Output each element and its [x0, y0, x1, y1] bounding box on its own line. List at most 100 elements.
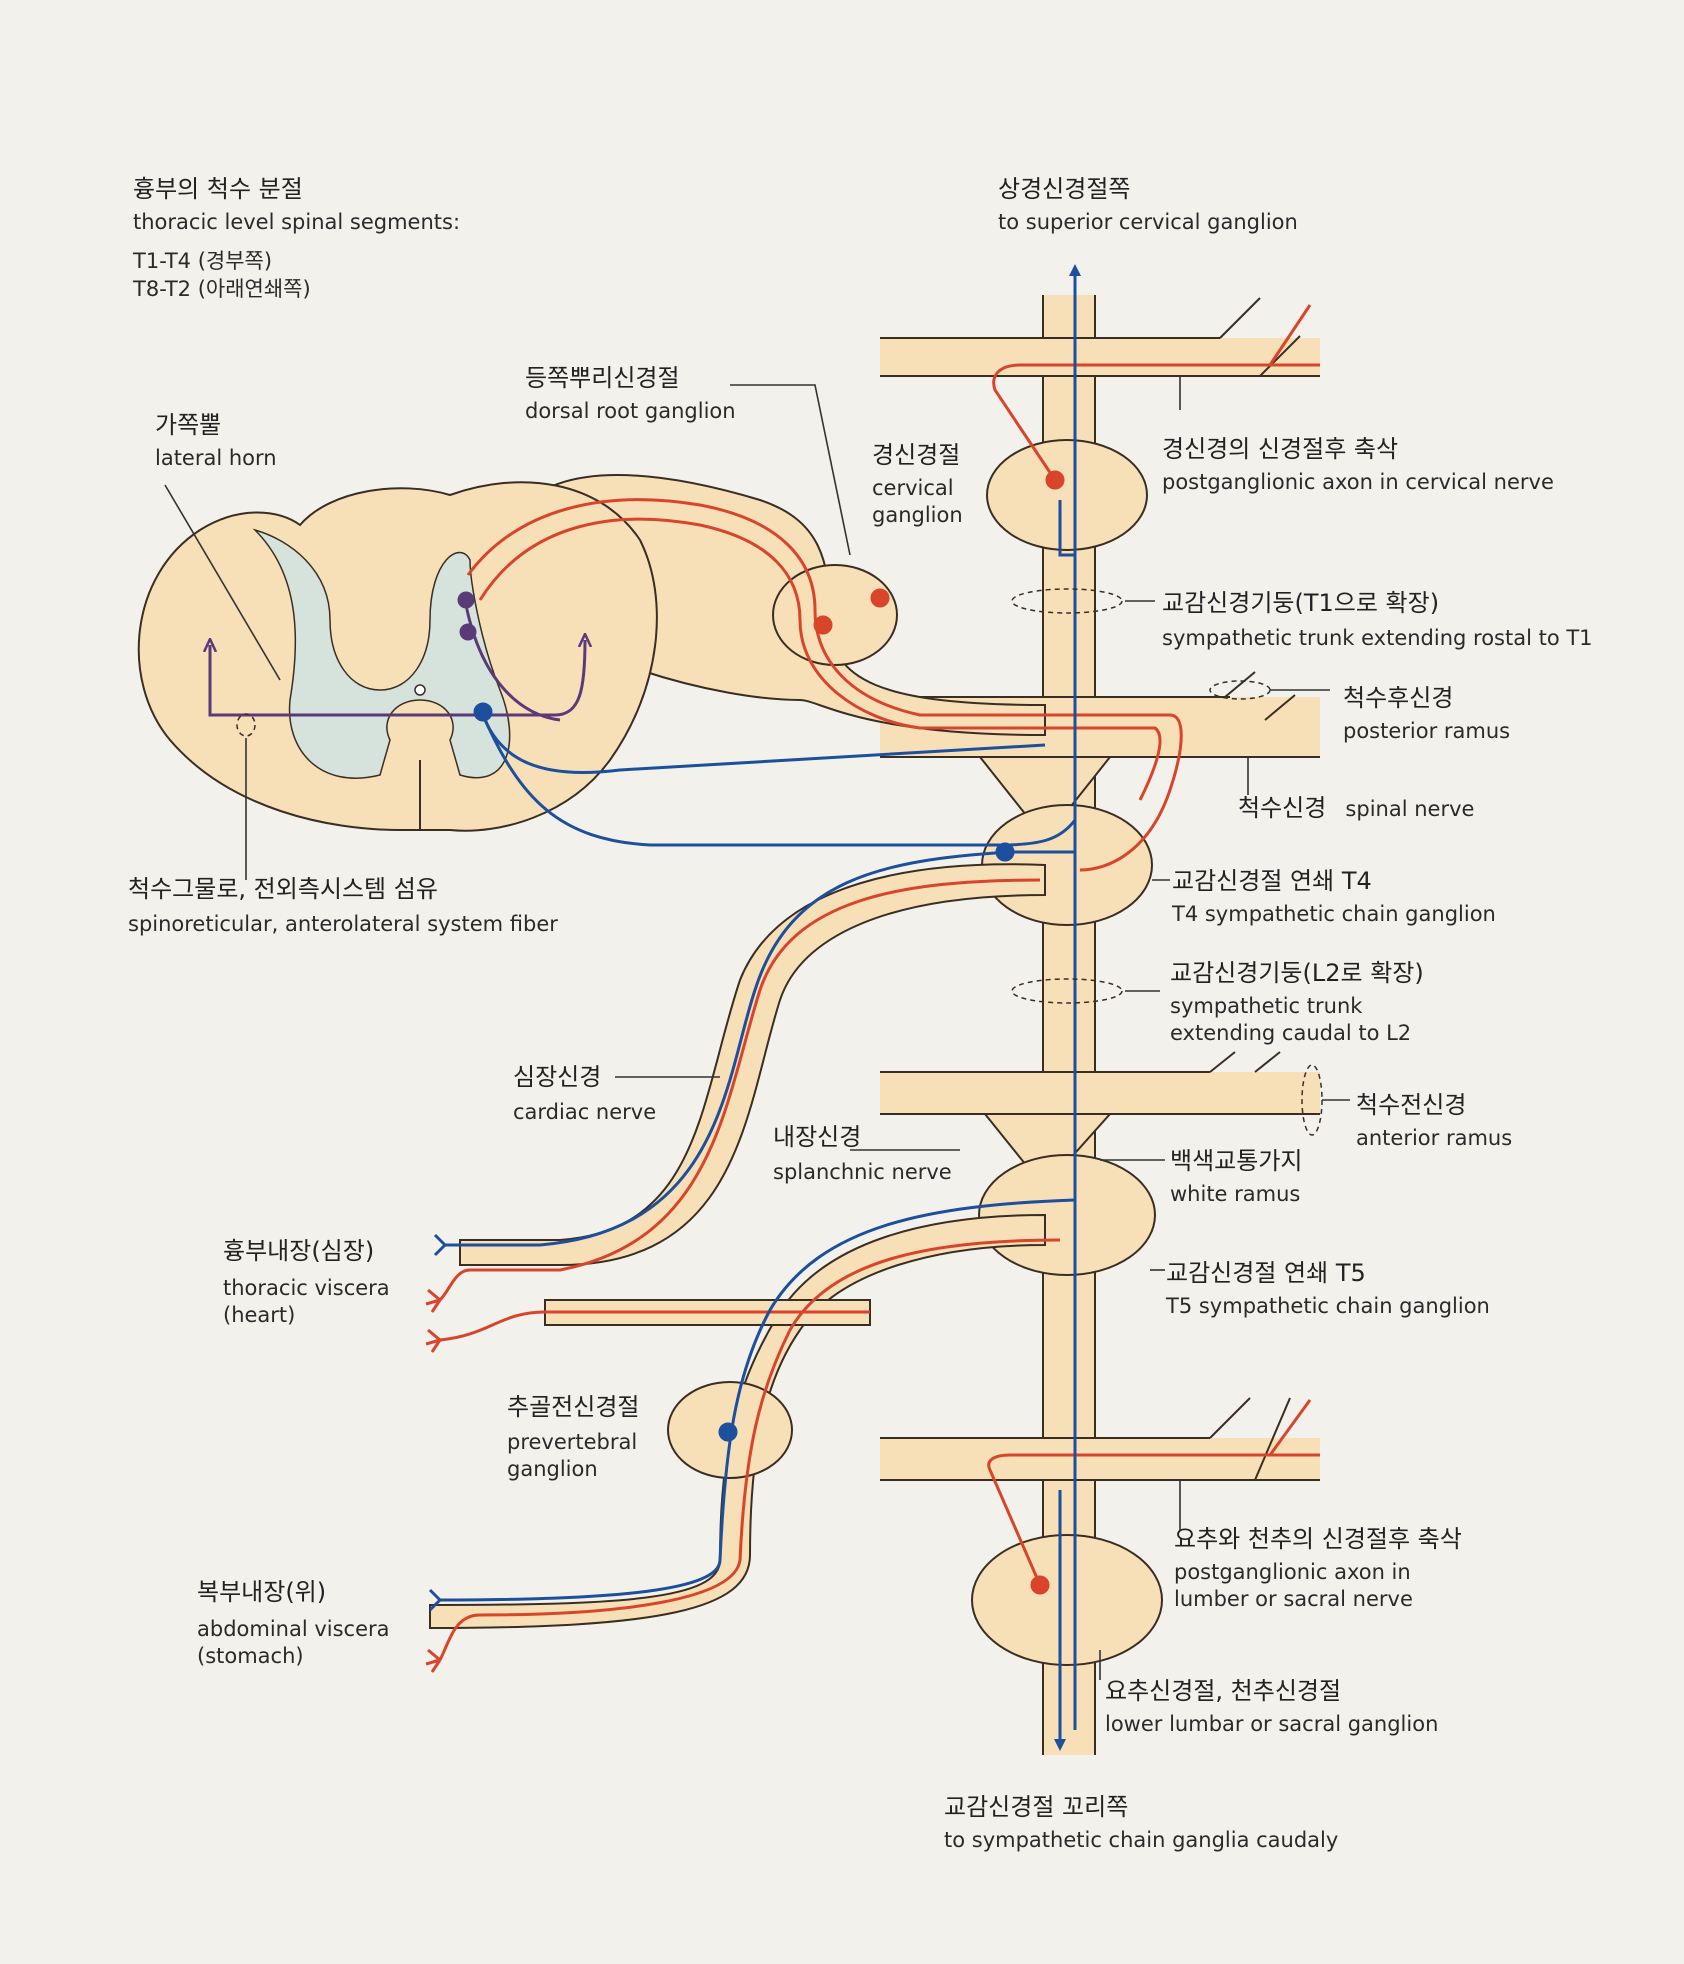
posterior-ramus-en: posterior ramus	[1343, 719, 1511, 744]
cardiac-nerve-ko: 심장신경	[513, 1063, 602, 1091]
leader-lines	[164, 375, 1350, 1680]
lumbar-ganglion-en: lower lumbar or sacral ganglion	[1105, 1712, 1439, 1737]
white-ramus-label: 백색교통가지 white ramus	[1170, 1146, 1302, 1208]
spinal-cord	[137, 481, 658, 832]
splanchnic-nerve-en: splanchnic nerve	[773, 1160, 952, 1185]
abdominal-viscera-ko: 복부내장(위)	[197, 1578, 327, 1606]
t5-ganglion-shape	[978, 1154, 1156, 1276]
interneuron-cell-2	[459, 623, 477, 641]
t4-ganglion-en: T4 sympathetic chain ganglion	[1172, 902, 1496, 927]
lumbar-branch-edge	[1209, 1397, 1291, 1481]
trunk-l2-marker	[1011, 978, 1123, 1004]
thoracic-viscera-en1: thoracic viscera	[223, 1276, 390, 1301]
drg-cell	[813, 615, 833, 635]
red-fiber-cardiac	[438, 878, 1041, 1302]
lumbar-ganglion-label: 요추신경절, 천추신경절 lower lumbar or sacral gang…	[1105, 1676, 1438, 1738]
t5-nerve-band	[880, 1072, 1320, 1114]
red-fiber-lumbar	[987, 1399, 1320, 1586]
abdominal-viscera-en1: abdominal viscera	[197, 1617, 390, 1642]
postgang-lumbar-en1: postganglionic axon in	[1174, 1560, 1411, 1585]
lumbar-ganglion-shape	[971, 1534, 1163, 1666]
thoracic-segments-t8: T8-T2 (아래연쇄쪽)	[133, 276, 311, 301]
blue-cardiac	[445, 850, 1075, 1247]
postgang-cervical-label: 경신경의 신경절후 축삭 postganglionic axon in cerv…	[1162, 434, 1554, 496]
spinoreticular-marker	[236, 713, 256, 737]
spinoreticular-ko: 척수그물로, 전외측시스템 섬유	[128, 875, 438, 903]
lumbar-ganglion-cell	[1030, 1575, 1050, 1595]
caudal-chain-ko: 교감신경절 꼬리쪽	[944, 1793, 1129, 1821]
drg-ko: 등쪽뿌리신경절	[525, 364, 680, 392]
spinoreticular-fiber	[208, 640, 585, 717]
lumbar-nerve-band	[880, 1438, 1320, 1480]
t5-ganglion-ko: 교감신경절 연쇄 T5	[1166, 1259, 1366, 1287]
drg-label: 등쪽뿌리신경절 dorsal root ganglion	[525, 363, 736, 425]
thoracic-segments-ko: 흉부의 척수 분절	[133, 175, 303, 203]
posterior-ramus-edge	[1224, 671, 1296, 721]
t5-ganglion-label: 교감신경절 연쇄 T5 T5 sympathetic chain ganglio…	[1166, 1258, 1490, 1320]
thoracic-viscera-ko: 흉부내장(심장)	[223, 1237, 375, 1265]
postgang-lumbar-label: 요추와 천추의 신경절후 축삭 postganglionic axon in l…	[1174, 1524, 1462, 1614]
superior-cervical-en: to superior cervical ganglion	[998, 210, 1298, 235]
white-ramus-en: white ramus	[1170, 1182, 1301, 1207]
t4-ganglion-label: 교감신경절 연쇄 T4 T4 sympathetic chain ganglio…	[1172, 866, 1496, 928]
superior-cervical-ko: 상경신경절쪽	[998, 175, 1131, 203]
spinal-nerve-en: spinal nerve	[1345, 797, 1475, 821]
cervical-nerve-band	[880, 338, 1320, 376]
cardiac-nerve-band	[459, 863, 1046, 1266]
thoracic-segments-label: 흉부의 척수 분절 thoracic level spinal segments…	[133, 174, 460, 303]
posterior-ramus-ko: 척수후신경	[1343, 684, 1454, 712]
thoracic-viscera-en2: (heart)	[223, 1303, 296, 1328]
trunk-l2-en2: extending caudal to L2	[1170, 1021, 1412, 1046]
superior-cervical-label: 상경신경절쪽 to superior cervical ganglion	[998, 174, 1298, 236]
t4-ganglion-ko: 교감신경절 연쇄 T4	[1172, 867, 1372, 895]
blue-spinal-path	[481, 714, 1077, 847]
postgang-cervical-en: postganglionic axon in cervical nerve	[1162, 470, 1554, 495]
interneuron-fibers	[208, 591, 585, 722]
lateral-horn-en: lateral horn	[155, 446, 277, 471]
splanchnic-nerve-ko: 내장신경	[773, 1123, 862, 1151]
trunk-t1-en: sympathetic trunk extending rostal to T1	[1162, 626, 1593, 651]
drg-en: dorsal root ganglion	[525, 399, 736, 424]
spinoreticular-en: spinoreticular, anterolateral system fib…	[128, 912, 558, 937]
cervical-ganglion-label: 경신경절 cervical ganglion	[872, 440, 963, 530]
interneuron-cell-1	[457, 591, 475, 609]
trunk-t1-marker	[1011, 588, 1123, 614]
postgang-lumbar-en2: lumber or sacral nerve	[1174, 1587, 1413, 1612]
spinal-nerve-ko: 척수신경	[1238, 794, 1327, 822]
thoracic-segments-t1: T1-T4 (경부쪽)	[133, 249, 273, 274]
anterior-ramus-label: 척수전신경 anterior ramus	[1356, 1090, 1512, 1152]
leader-drg	[730, 384, 851, 556]
posterior-ramus-label: 척수후신경 posterior ramus	[1343, 683, 1510, 745]
cardiac-nerve-en: cardiac nerve	[513, 1100, 657, 1125]
postgang-lumbar-ko: 요추와 천추의 신경절후 축삭	[1174, 1525, 1462, 1553]
afferent-fibers	[428, 264, 1081, 1751]
dorsal-root-ganglion-shape	[772, 564, 898, 666]
postgang-cervical-ko: 경신경의 신경절후 축삭	[1162, 435, 1399, 463]
anterior-ramus-ko: 척수전신경	[1356, 1091, 1467, 1119]
trunk-l2-en1: sympathetic trunk	[1170, 994, 1363, 1019]
lumbar-ganglion-ko: 요추신경절, 천추신경절	[1105, 1677, 1342, 1705]
splanchnic-nerve-label: 내장신경 splanchnic nerve	[773, 1122, 952, 1186]
cervical-branch-edge	[1219, 297, 1301, 377]
anterior-ramus-en: anterior ramus	[1356, 1126, 1513, 1151]
cervical-ganglion-en1: cervical	[872, 476, 954, 501]
cardiac-nerve-label: 심장신경 cardiac nerve	[513, 1062, 656, 1126]
blue-endings	[428, 1233, 447, 1612]
central-canal	[414, 684, 426, 696]
thoracic-segments-en: thoracic level spinal segments:	[133, 210, 461, 235]
prevertebral-ganglion-label: 추골전신경절 prevertebral ganglion	[507, 1392, 639, 1484]
trunk-l2-label: 교감신경기둥(L2로 확장) sympathetic trunk extendi…	[1170, 958, 1424, 1048]
spinal-nerve-label: 척수신경 spinal nerve	[1238, 793, 1474, 824]
preganglionic-fibers	[425, 304, 1320, 1673]
blue-drg-path	[481, 714, 1046, 774]
trunk-t1-label: 교감신경기둥(T1으로 확장) sympathetic trunk extend…	[1162, 588, 1593, 652]
spinoreticular-label: 척수그물로, 전외측시스템 섬유 spinoreticular, anterol…	[128, 874, 558, 938]
drg-cell-2	[870, 588, 890, 608]
cervical-ganglion-ko: 경신경절	[872, 441, 961, 469]
red-fiber-cervical	[992, 304, 1320, 481]
red-fiber-drg-inner	[478, 517, 1162, 801]
cervical-ganglion-shape	[986, 439, 1148, 551]
lateral-horn-ko: 가쪽뿔	[155, 411, 222, 439]
trunk-t1-ko: 교감신경기둥(T1으로 확장)	[1162, 589, 1440, 617]
